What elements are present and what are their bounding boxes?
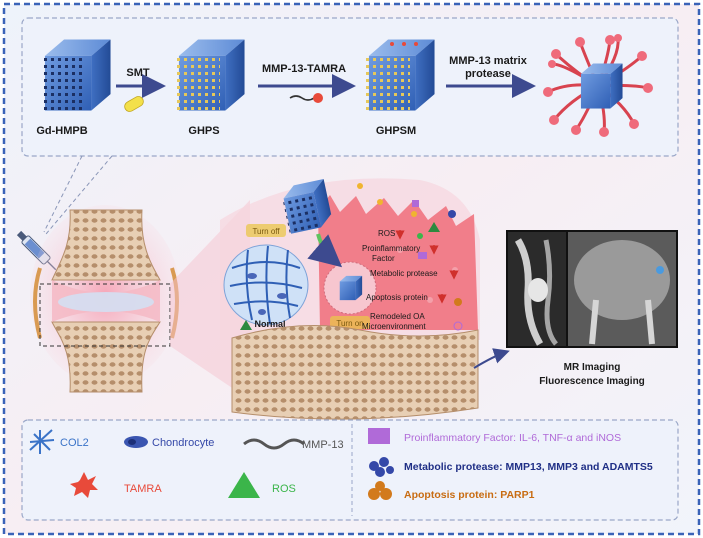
- effect-remodeled-line1: Remodeled OA: [370, 312, 425, 321]
- label-smt: SMT: [126, 67, 150, 79]
- effect-metabolic: Metabolic protease: [370, 269, 438, 278]
- proinflammatory-icon: [368, 428, 390, 444]
- effect-apoptosis: Apoptosis protein: [366, 293, 428, 302]
- protease-cleaved-cube: [543, 34, 653, 137]
- ghps-cube: [174, 39, 245, 111]
- smt-capsule-icon: [124, 96, 144, 112]
- label-gd-hmpb: Gd-HMPB: [36, 125, 87, 137]
- imaging-panel: MR Imaging Fluorescence Imaging: [506, 230, 678, 387]
- tamra-icon: [70, 472, 98, 498]
- label-normal: Normal: [254, 319, 285, 329]
- label-mr-imaging: MR Imaging: [564, 362, 621, 373]
- legend-proinflammatory: Proinflammatory Factor: IL-6, TNF-α and …: [404, 432, 621, 444]
- label-ghpsm: GHPSM: [376, 125, 416, 137]
- label-ghps: GHPS: [188, 125, 219, 137]
- ghpsm-cube: [364, 39, 435, 111]
- effect-remodeled-line2: Microenvironment: [362, 322, 426, 331]
- legend-mmp13: MMP-13: [302, 439, 344, 451]
- effect-ros: ROS: [378, 229, 395, 238]
- label-turn-off: Turn off: [252, 227, 280, 236]
- legend-chondrocyte: Chondrocyte: [152, 437, 214, 449]
- legend-ros: ROS: [272, 483, 296, 495]
- label-mmp13-tamra: MMP-13-TAMRA: [262, 63, 346, 75]
- ros-icon: [228, 472, 260, 498]
- effect-proinflammatory-line1: Proinflammatory: [362, 244, 420, 253]
- label-fluorescence-imaging: Fluorescence Imaging: [539, 376, 645, 387]
- legend: COL2 Chondrocyte MMP-13 TAMRA ROS Proinf…: [21, 419, 679, 521]
- chondrocyte-icon: [124, 436, 148, 448]
- fluorescence-image-icon: [568, 232, 676, 346]
- legend-col2: COL2: [60, 437, 89, 449]
- mmp13-tamra-probe-icon: [289, 93, 323, 103]
- gd-hmpb-cube: [40, 39, 111, 111]
- legend-tamra: TAMRA: [124, 483, 162, 495]
- legend-apoptosis: Apoptosis protein: PARP1: [404, 489, 535, 501]
- knee-joint-icon: [30, 205, 180, 393]
- mmp13-icon: [243, 438, 305, 450]
- label-turn-on: Turn on: [336, 319, 363, 328]
- effect-proinflammatory-line2: Factor: [372, 254, 395, 263]
- metabolic-protease-icon: [369, 457, 394, 477]
- tissue-microenvironment: Turn off Turn on Normal ROS Proinflammat…: [220, 178, 480, 420]
- legend-metabolic: Metabolic protease: MMP13, MMP3 and ADAM…: [404, 461, 653, 473]
- label-protease-line2: protease: [465, 68, 511, 80]
- label-protease-line1: MMP-13 matrix: [449, 55, 528, 67]
- apoptosis-protein-icon: [368, 481, 392, 500]
- mr-image-icon: [508, 232, 566, 346]
- synthesis-panel: Gd-HMPB GHPS GHPSM SMT MMP-13-TAMRA MMP-…: [21, 17, 679, 157]
- col2-icon: [29, 429, 55, 454]
